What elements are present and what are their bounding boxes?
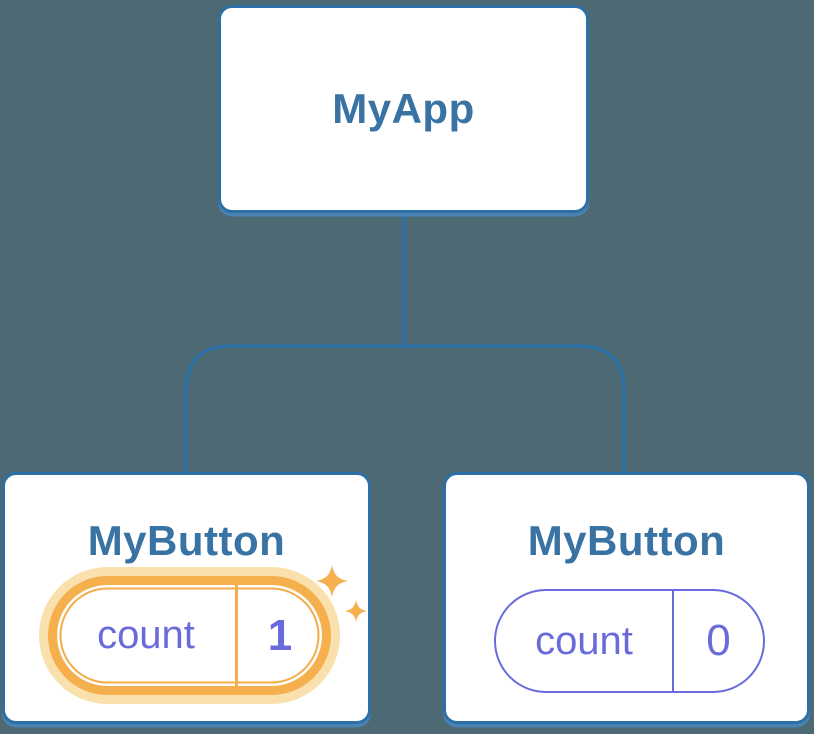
component-node-root: MyApp — [218, 5, 589, 213]
component-label-button-1: MyButton — [87, 517, 286, 564]
state-value: 0 — [706, 616, 731, 665]
state-value: 1 — [267, 610, 293, 660]
sparkle-icon-large — [316, 565, 348, 597]
connector-branch — [184, 344, 626, 472]
state-pill-highlighted: count 1 — [48, 576, 331, 695]
component-node-button-1: MyButton count 1 — [2, 472, 371, 724]
component-label-root: MyApp — [332, 85, 475, 132]
component-label-button-2: MyButton — [527, 517, 726, 564]
state-key-label: count — [57, 585, 238, 686]
component-node-button-2: MyButton count 0 — [443, 472, 810, 724]
sparkle-icon-small — [345, 600, 367, 622]
state-pill: count 0 — [494, 589, 765, 693]
state-key-label: count — [496, 591, 674, 691]
